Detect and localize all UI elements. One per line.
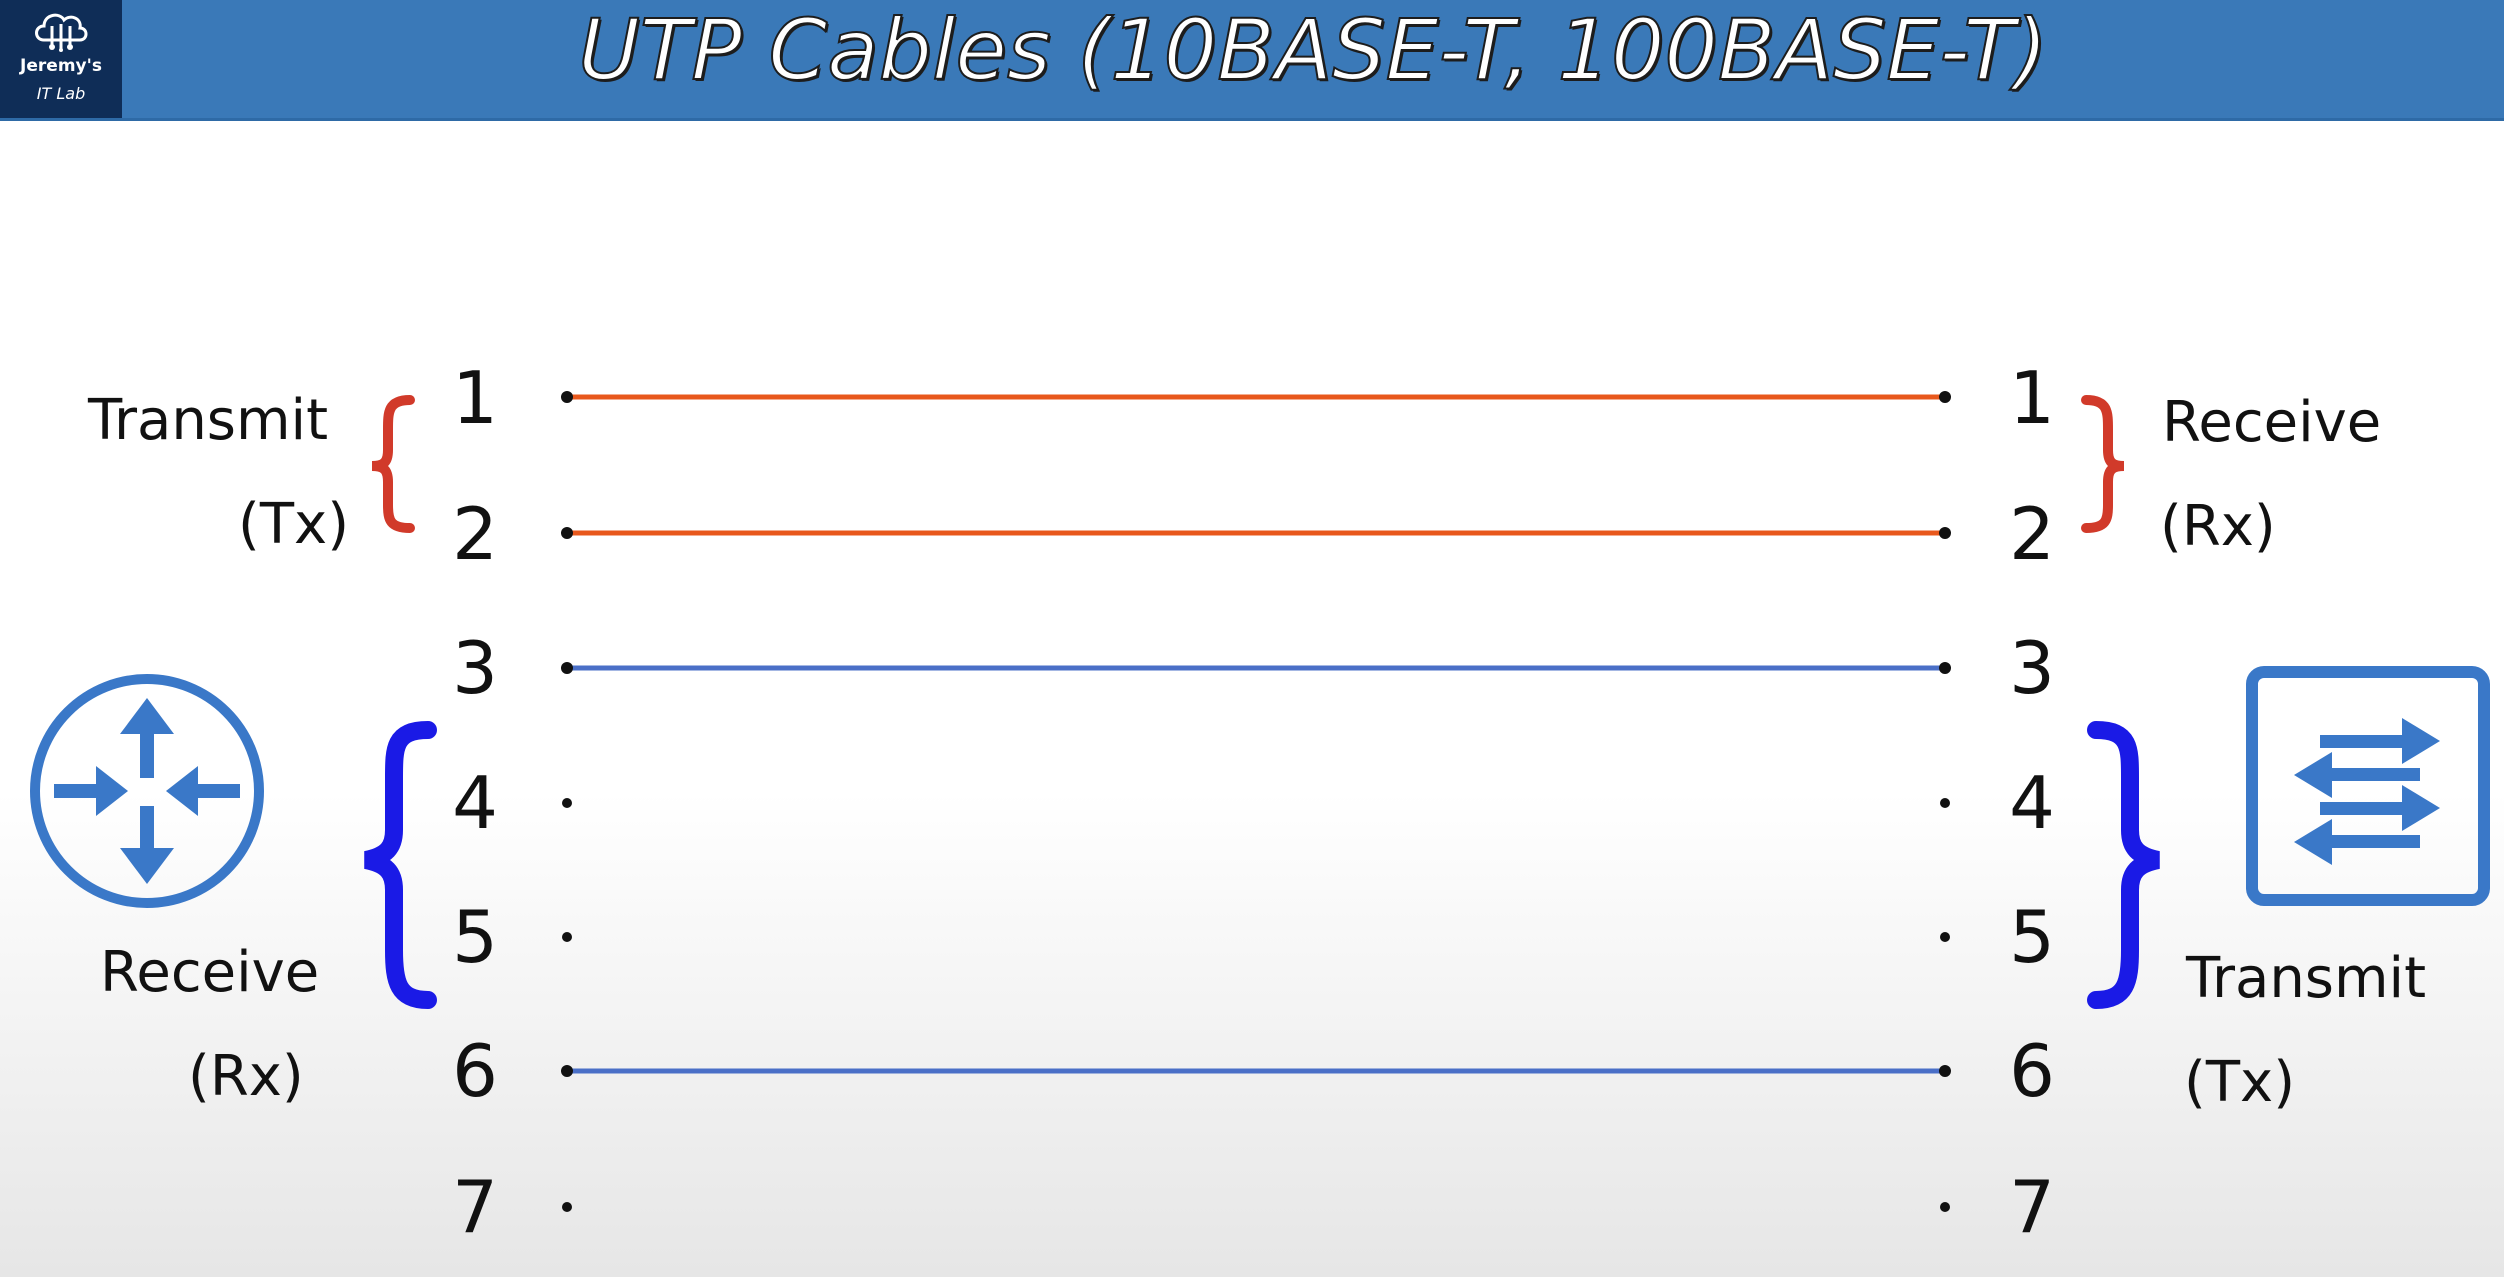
right-pin-2: 2 — [2009, 492, 2055, 576]
right-pin-3: 3 — [2009, 626, 2055, 710]
right-rx-abbr: (Rx) — [2160, 494, 2276, 559]
right-transmit-label: Transmit — [2186, 946, 2427, 1011]
left-transmit-label: Transmit — [88, 388, 329, 453]
left-rx-abbr: (Rx) — [188, 1044, 304, 1109]
right-pin-4: 4 — [2009, 761, 2055, 845]
left-pin-dots — [561, 391, 573, 1212]
left-pin-2: 2 — [452, 492, 498, 576]
left-pin-1: 1 — [452, 356, 498, 440]
logo-line-1: Jeremy's — [20, 56, 102, 76]
logo-line-2: IT Lab — [36, 84, 86, 103]
right-rx-brace — [2081, 395, 2125, 533]
right-pin-7: 7 — [2009, 1165, 2055, 1249]
left-tx-brace — [371, 395, 415, 533]
cloud-circuit-icon — [35, 13, 88, 52]
page-title: UTP Cables (10BASE-T, 100BASE-T) — [577, 0, 2048, 100]
left-pin-6: 6 — [452, 1029, 498, 1113]
left-tx-abbr: (Tx) — [238, 492, 350, 557]
left-pin-4: 4 — [452, 761, 498, 845]
right-receive-label: Receive — [2162, 390, 2382, 455]
left-pin-5: 5 — [452, 895, 498, 979]
right-tx-brace — [2087, 721, 2161, 1009]
right-pin-dots — [1939, 391, 1951, 1212]
switch-icon — [2246, 666, 2490, 906]
left-receive-label: Receive — [100, 940, 320, 1005]
right-pin-1: 1 — [2009, 356, 2055, 440]
right-pin-5: 5 — [2009, 895, 2055, 979]
header-bar: Jeremy's IT Lab UTP Cables (10BASE-T, 10… — [0, 0, 2504, 121]
channel-logo: Jeremy's IT Lab — [0, 0, 122, 118]
right-pin-6: 6 — [2009, 1029, 2055, 1113]
left-rx-brace — [363, 721, 437, 1009]
left-pin-7: 7 — [452, 1165, 498, 1249]
right-tx-abbr: (Tx) — [2184, 1050, 2296, 1115]
router-icon — [30, 674, 264, 908]
left-pin-3: 3 — [452, 626, 498, 710]
